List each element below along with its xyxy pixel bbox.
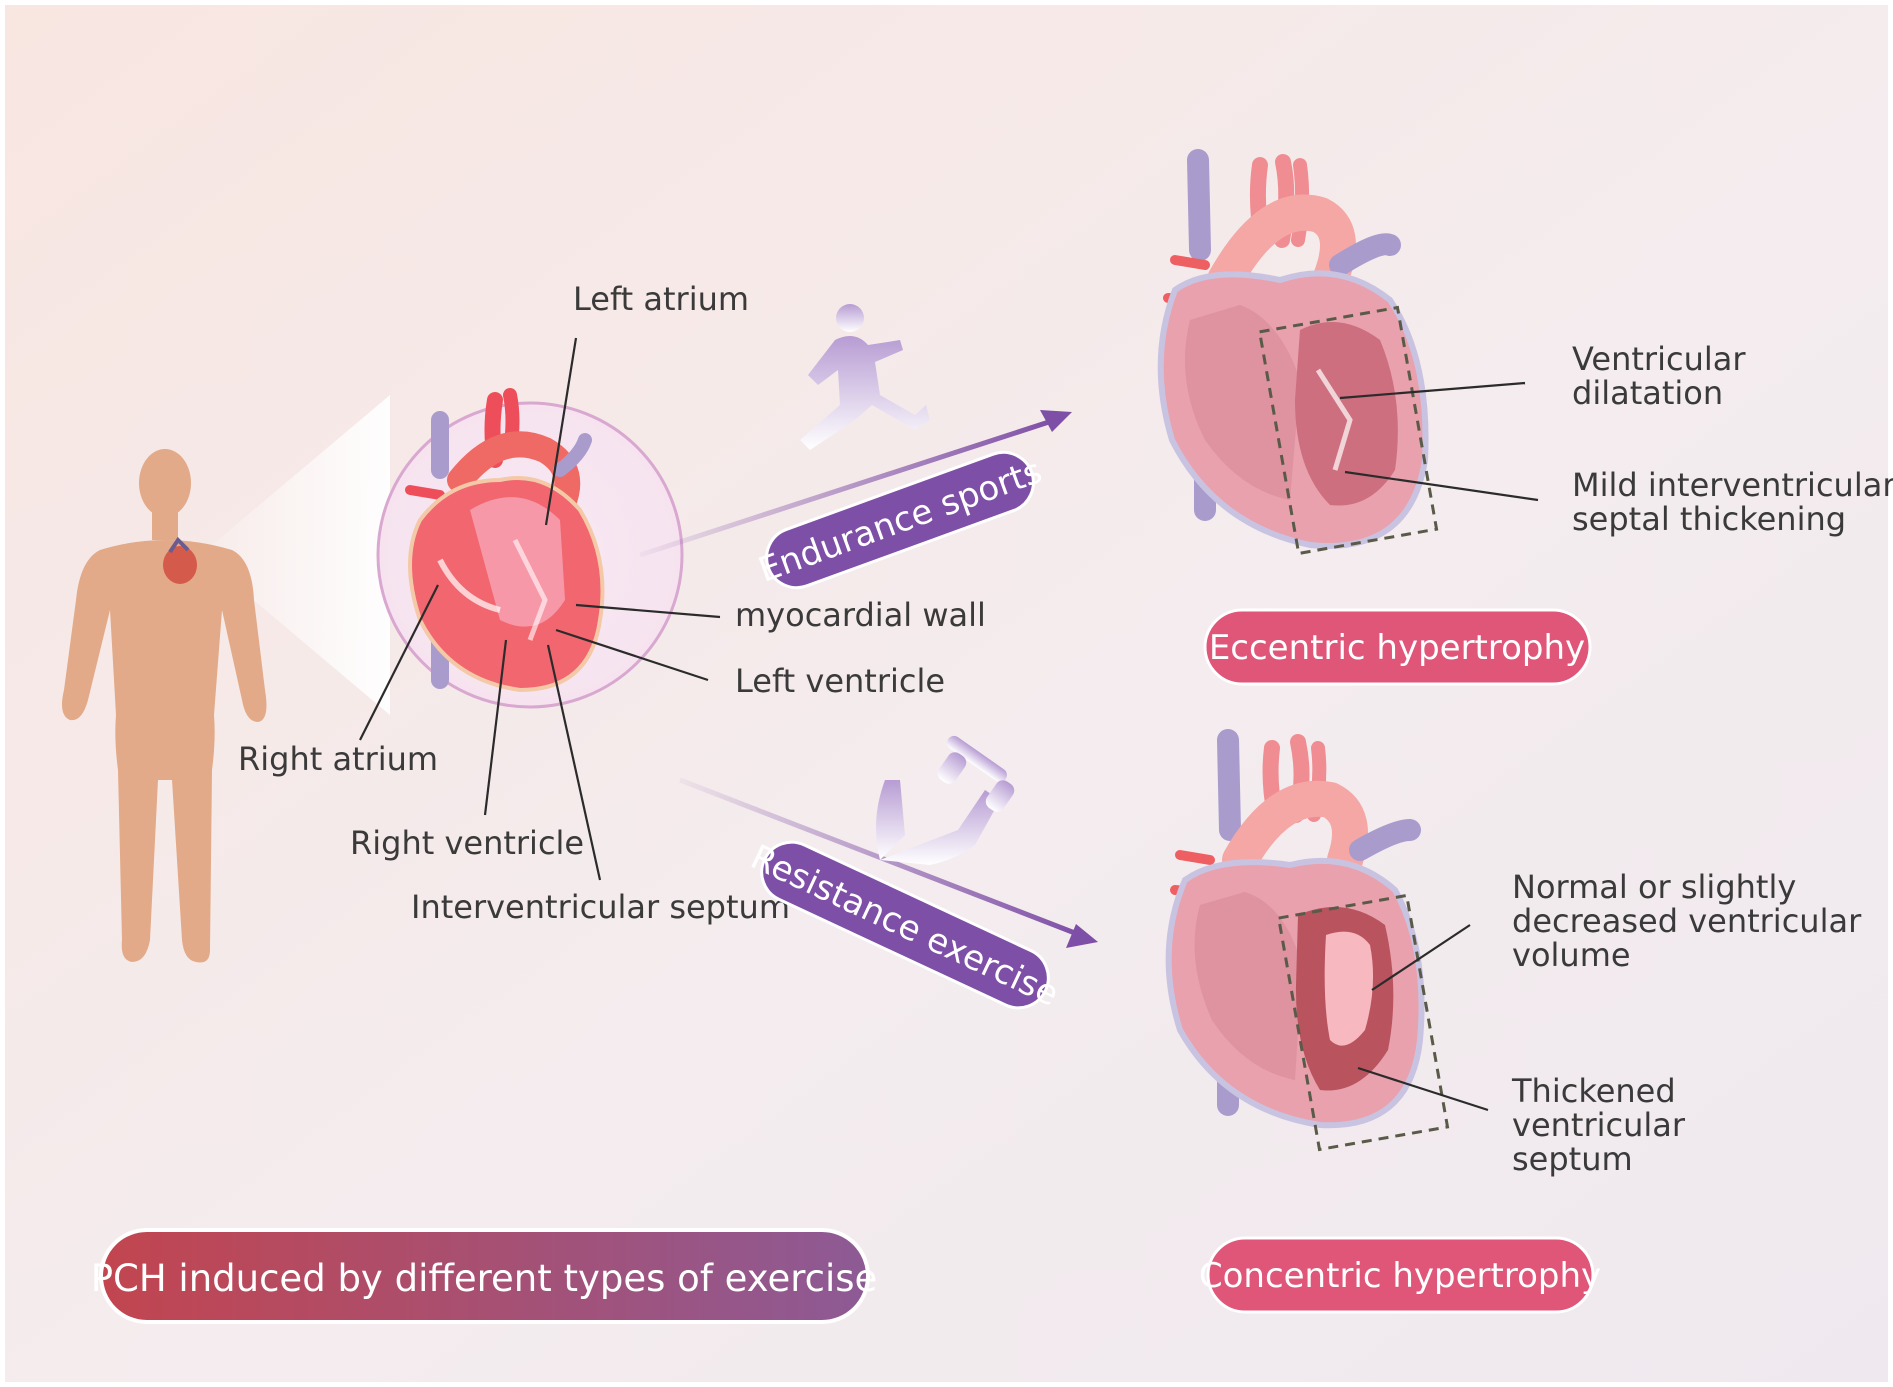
note-ventricular-dilatation-1: Ventricular [1572,340,1746,378]
note-thickened-septum-3: septum [1512,1140,1633,1178]
note-ventricular-volume-1: Normal or slightly [1512,868,1796,906]
endurance-arrow [639,410,1072,558]
note-thickened-septum-1: Thickened [1511,1072,1676,1110]
note-ventricular-volume-2: decreased ventricular [1512,902,1862,940]
concentric-tag-label: Concentric hypertrophy [1199,1256,1601,1296]
leader-ventricular-volume [1371,924,1471,991]
eccentric-heart-icon [1157,149,1439,556]
focus-beam [200,395,390,715]
leader-left-atrium [544,337,578,526]
label-right-ventricle: Right ventricle [350,824,584,862]
page-title: PCH induced by different types of exerci… [91,1257,878,1300]
label-interventricular-septum: Interventricular septum [411,888,790,926]
leader-myocardial-wall [575,603,721,619]
human-body-icon [62,449,267,963]
note-mild-septal-2: septal thickening [1572,500,1846,538]
background-panel [5,5,1888,1382]
concentric-focus-box [1276,893,1450,1152]
label-left-atrium: Left atrium [573,280,749,318]
title-banner: PCH induced by different types of exerci… [91,1228,878,1324]
leader-right-atrium [359,584,439,741]
label-myocardial-wall: myocardial wall [735,596,986,634]
note-thickened-septum-2: ventricular [1512,1106,1686,1144]
note-ventricular-volume-3: volume [1512,936,1631,974]
small-heart-icon [163,536,197,584]
label-left-ventricle: Left ventricle [735,662,945,700]
leader-mild-septal [1344,470,1539,502]
concentric-heart-icon [1165,729,1450,1152]
leader-interventricular-septum [546,644,602,881]
note-ventricular-dilatation-2: dilatation [1572,374,1723,412]
label-right-atrium: Right atrium [238,740,438,778]
leader-right-ventricle [483,639,508,816]
note-mild-septal-1: Mild interventricular [1572,466,1893,504]
eccentric-focus-box [1257,305,1439,556]
leader-thickened-septum [1357,1066,1489,1112]
leader-ventricular-dilatation [1339,381,1526,400]
leader-left-ventricle [555,628,709,682]
dumbbell-arm-icon [876,735,1015,865]
runner-icon [800,304,930,450]
eccentric-tag-label: Eccentric hypertrophy [1209,628,1585,668]
heart-icon [405,388,605,693]
concentric-tag: Concentric hypertrophy [1199,1236,1601,1314]
eccentric-tag: Eccentric hypertrophy [1203,608,1592,686]
central-leaders [359,337,721,881]
